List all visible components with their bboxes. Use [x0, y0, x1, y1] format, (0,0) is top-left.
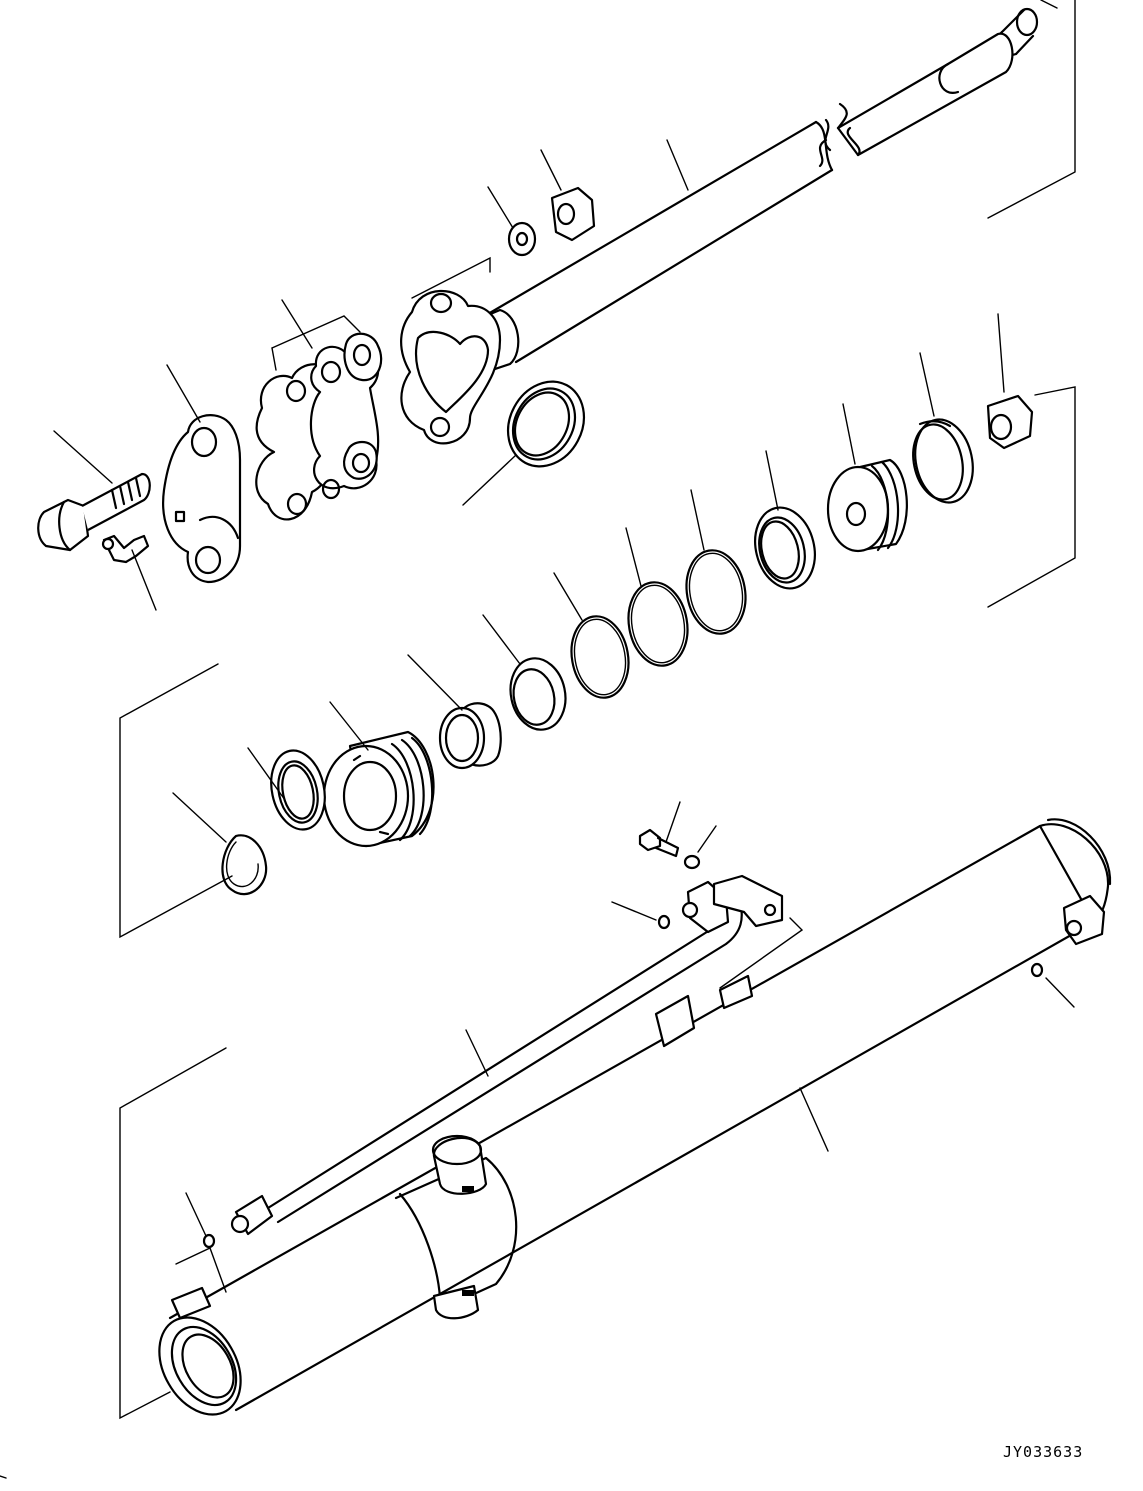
hydraulic-pipe — [232, 876, 782, 1234]
piston-seal — [747, 501, 823, 595]
o-ring-1 — [680, 546, 752, 639]
split-clamp-cap — [163, 415, 240, 582]
snap-ring — [222, 835, 266, 894]
rod-packing — [264, 745, 331, 834]
hex-nut-small — [552, 188, 594, 240]
piston-rod — [474, 9, 1037, 372]
piston-nut — [988, 396, 1032, 448]
washer-small — [509, 223, 535, 255]
cylinder-head-gland — [324, 732, 434, 846]
cap-bolt — [38, 474, 150, 550]
o-ring-2 — [622, 578, 694, 671]
bushing — [440, 703, 501, 768]
piston — [828, 460, 907, 551]
shim-plates — [256, 334, 381, 520]
bracket-bolt — [640, 830, 678, 856]
o-ring-small — [659, 916, 669, 928]
cylinder-tube — [143, 819, 1110, 1429]
drawing-reference-code: JY033633 — [1003, 1443, 1084, 1461]
o-ring-port-right — [1032, 964, 1042, 976]
dust-seal-large — [494, 368, 599, 480]
rod-head-flange — [401, 291, 500, 443]
o-ring-port-left — [204, 1235, 214, 1247]
backup-ring — [504, 653, 572, 735]
o-ring-3 — [565, 612, 634, 702]
grease-fitting — [103, 536, 148, 562]
bracket-washer — [685, 856, 699, 868]
wear-ring — [907, 414, 980, 508]
leader-lines — [0, 0, 1075, 1478]
